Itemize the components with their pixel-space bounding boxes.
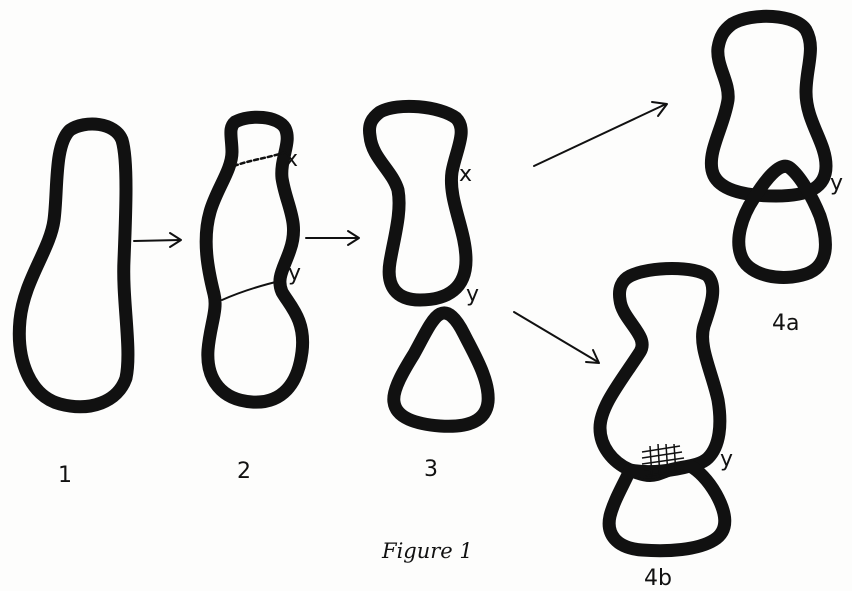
marker-y-shape-4b: y: [720, 447, 733, 472]
shape-4b-upper-loop: [600, 269, 720, 476]
arrow-3-to-4b: [514, 312, 599, 363]
marker-x-shape-2: x: [285, 147, 298, 172]
marker-y-shape-4a: y: [830, 171, 843, 196]
arrow-3-to-4a: [534, 102, 667, 166]
arrow-2-to-3: [306, 231, 359, 245]
arrow-1-to-2: [134, 233, 181, 247]
shape-1-loop: [19, 124, 128, 407]
shape-3-triangle: [394, 313, 488, 426]
marker-y-shape-3: y: [466, 282, 479, 307]
stage-label-4b: 4b: [644, 566, 672, 591]
stage-label-3: 3: [424, 457, 438, 482]
marker-x-shape-3: x: [459, 162, 472, 187]
figure-caption: Figure 1: [381, 539, 473, 563]
shape-4b-lower-loop: [609, 466, 725, 551]
shape-3-upper-loop: [369, 106, 466, 300]
marker-y-shape-2: y: [288, 261, 301, 286]
stage-label-1: 1: [58, 463, 72, 488]
stage-label-4a: 4a: [772, 311, 799, 336]
stage-label-2: 2: [237, 459, 251, 484]
